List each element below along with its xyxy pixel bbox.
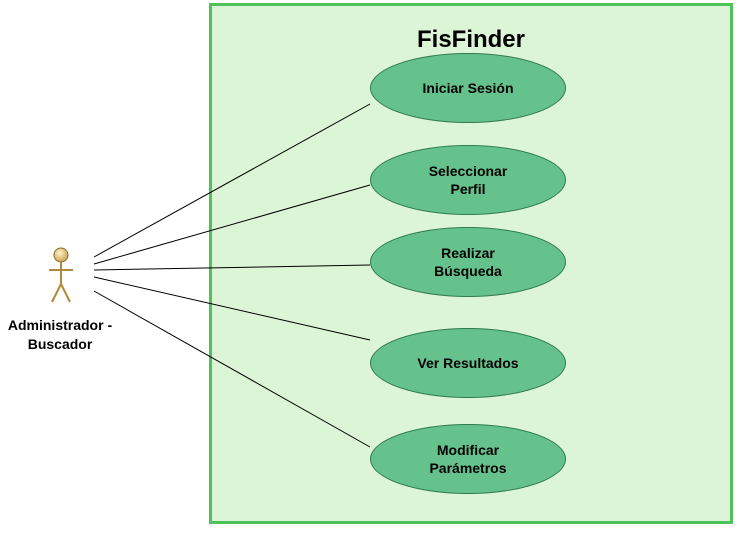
association-line-seleccionar-perfil	[93, 184, 371, 265]
actor-label-line-2: Buscador	[27, 336, 93, 352]
use-case-ver-resultados: Ver Resultados	[370, 328, 566, 398]
use-case-label: Modificar Parámetros	[429, 442, 507, 476]
use-case-label: Seleccionar Perfil	[428, 163, 508, 197]
use-case-label: Ver Resultados	[417, 355, 519, 371]
use-case-label: Iniciar Sesión	[422, 80, 514, 96]
actor-icon	[49, 247, 73, 303]
association-line-modificar-parametros	[93, 290, 371, 448]
use-case-modificar-parametros: Modificar Parámetros	[370, 424, 566, 494]
actor-label: Administrador - Buscador	[0, 316, 120, 354]
association-line-ver-resultados	[93, 276, 371, 341]
actor-label-line-1: Administrador -	[7, 317, 113, 333]
system-title: FisFinder	[416, 26, 525, 53]
use-case-iniciar-sesion: Iniciar Sesión	[370, 53, 566, 123]
use-case-label: Realizar Búsqueda	[434, 245, 502, 279]
use-case-realizar-busqueda: Realizar Búsqueda	[370, 227, 566, 297]
association-line-iniciar-sesion	[93, 103, 371, 258]
use-case-seleccionar-perfil: Seleccionar Perfil	[370, 145, 566, 215]
association-line-realizar-busqueda	[93, 264, 371, 271]
